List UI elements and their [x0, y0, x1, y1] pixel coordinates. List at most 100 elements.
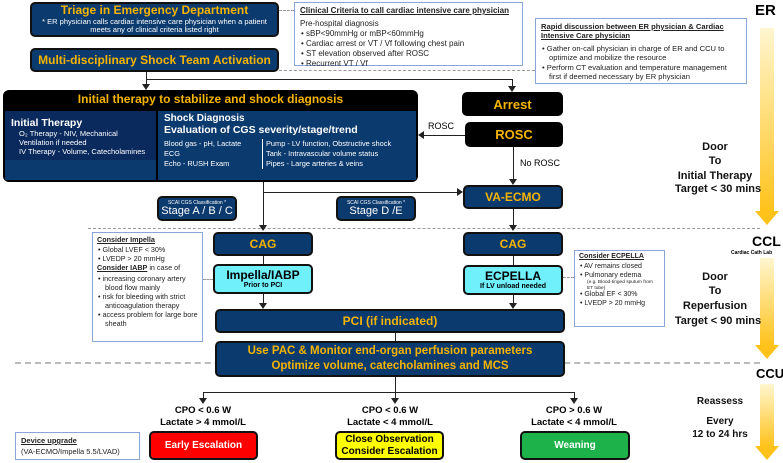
rapid-item: Gather on-call physician in charge of ER… [541, 44, 741, 63]
consider-ecpella-box: Consider ECPELLA AV remains closedPulmon… [574, 250, 665, 327]
arrow-head [509, 225, 517, 231]
pac-monitor-box: Use PAC & Monitor end-organ perfusion pa… [215, 341, 565, 377]
er-timeline-arrow [760, 28, 774, 212]
criteria-title: Clinical Criteria to call cardiac intens… [300, 6, 509, 15]
cpo-value: CPO > 0.6 W [545, 405, 603, 416]
criteria-item: sBP<90mmHg or mBP<60mmHg [300, 29, 517, 39]
lactate-value: Lactate > 4 mmol/L [160, 417, 246, 428]
side-text: Door [702, 271, 728, 283]
impella-criteria: LVEDP > 20 mmHg [97, 254, 198, 263]
ccl-sublabel: Cardiac Cath Lab [731, 250, 773, 256]
connector [574, 392, 575, 399]
pci-label: PCI (if indicated) [342, 314, 438, 328]
outcome-label: Close Observation [345, 433, 434, 445]
er-label: ER [755, 2, 776, 19]
cag-label: CAG [499, 237, 527, 251]
connector [395, 333, 396, 341]
cgs-evaluation-title: Evaluation of CGS severity/stage/trend [164, 124, 358, 136]
test-item: Echo - RUSH Exam [164, 158, 230, 168]
arrow-head [418, 131, 424, 139]
ecpella-criteria: Global EF < 30% [579, 291, 660, 300]
therapy-item: O₂ Therapy - NIV, Mechanical Ventilation… [19, 129, 118, 147]
dotted-connector [563, 277, 574, 278]
connector [512, 79, 513, 87]
reassess-label: Reassess [696, 396, 744, 407]
impella-criteria: Global LVEF < 30% [97, 245, 198, 254]
shock-diagnosis-title: Shock Diagnosis [164, 113, 245, 124]
connector [146, 79, 513, 80]
pac-line2: Optimize volume, catecholamines and MCS [271, 360, 509, 372]
rapid-item: Perform CT evaluation and temperature ma… [541, 63, 741, 82]
connector [263, 192, 458, 193]
dotted-connector [279, 10, 294, 11]
ccl-timeline-arrow [760, 258, 774, 346]
iabp-criteria: access problem for large bore sheath [97, 310, 198, 328]
ccl-separator [88, 228, 760, 229]
consider-iabp-title: Consider IABP [97, 263, 148, 272]
initial-therapy-header: Initial therapy to stabilize and shock d… [77, 92, 344, 106]
connector [395, 392, 396, 399]
rush-item: Tank - Intravascular volume status [266, 148, 379, 158]
connector [513, 209, 514, 226]
connector [263, 256, 264, 264]
rush-item: Pipes - Large arteries & veins [266, 158, 363, 168]
pac-line1: Use PAC & Monitor end-organ perfusion pa… [247, 345, 533, 358]
side-text: To [708, 155, 722, 168]
shock-diagnosis-panel: Shock Diagnosis Evaluation of CGS severi… [158, 111, 416, 180]
cag-box-left: CAG [213, 232, 313, 256]
outcome-label: Early Escalation [164, 439, 243, 451]
va-ecmo-box: VA-ECMO [463, 185, 563, 209]
cpo-value: CPO < 0.6 W [361, 405, 419, 416]
device-upgrade-box: Device upgrade (VA-ECMO/Impella 5.5/LVAD… [15, 432, 140, 460]
outcome-label: Weaning [554, 439, 596, 451]
arrest-label: Arrest [493, 96, 532, 112]
device-title: Device upgrade [21, 436, 77, 445]
stage-caption: SCAI CGS Classification * [167, 199, 227, 206]
target-30: Target < 30 mins [674, 183, 762, 195]
stage-caption: SCAI CGS Classification * [346, 199, 406, 206]
arrow-head [508, 86, 516, 92]
ccl-arrow-tip [755, 345, 779, 359]
arrow-head [259, 303, 267, 309]
criteria-item: Cardiac arrest or VT / Vf following ches… [300, 39, 517, 49]
iabp-criteria: risk for bleeding with strict anticoagul… [97, 292, 198, 310]
impella-iabp-box: Impella/IABP Prior to PCI [213, 264, 313, 294]
ecpella-title: ECPELLA [484, 268, 541, 283]
arrow-head [509, 179, 517, 185]
connector [263, 182, 264, 226]
rosc-arrow-label: ROSC [428, 121, 455, 131]
stage-label: Stage D /E [349, 204, 403, 217]
ccu-timeline-arrow [760, 384, 774, 447]
test-item: Blood gas - pH, Lactate [164, 139, 242, 148]
criteria-sub: Pre-hospital diagnosis [300, 19, 379, 28]
er-arrow-tip [755, 211, 779, 225]
ccl-label: CCL [752, 233, 781, 249]
cag-box-right: CAG [463, 232, 563, 256]
early-escalation-box: Early Escalation [149, 431, 258, 460]
clinical-criteria-box: Clinical Criteria to call cardiac intens… [294, 2, 523, 68]
arrow-head [457, 188, 463, 196]
rosc-label: ROSC [495, 127, 533, 142]
connector [513, 147, 514, 180]
arrow-head [199, 398, 207, 404]
connector [513, 256, 514, 265]
stage-abc-badge: SCAI CGS Classification * Stage A / B / … [157, 196, 237, 221]
cpo-value: CPO < 0.6 W [174, 405, 232, 416]
connector [395, 377, 396, 393]
target-90: Target < 90 mins [674, 315, 762, 327]
weaning-box: Weaning [520, 431, 630, 460]
side-text: Reperfusion [682, 299, 748, 312]
initial-therapy-panel: Initial Therapy O₂ Therapy - NIV, Mechan… [5, 111, 156, 180]
ecpella-criteria: Pulmonary edema [579, 272, 660, 281]
ecpella-sub: If LV unload needed [480, 282, 546, 290]
triage-title: Triage in Emergency Department [60, 2, 249, 17]
criteria-item: ST elevation observed after ROSC [300, 49, 517, 59]
rosc-box: ROSC [465, 122, 563, 147]
side-text: Door [702, 141, 728, 153]
rapid-title: Rapid discussion between ER physician & … [541, 22, 724, 41]
ccu-label: CCU [756, 366, 783, 381]
arrow-head [391, 398, 399, 404]
arrow-head [570, 398, 578, 404]
